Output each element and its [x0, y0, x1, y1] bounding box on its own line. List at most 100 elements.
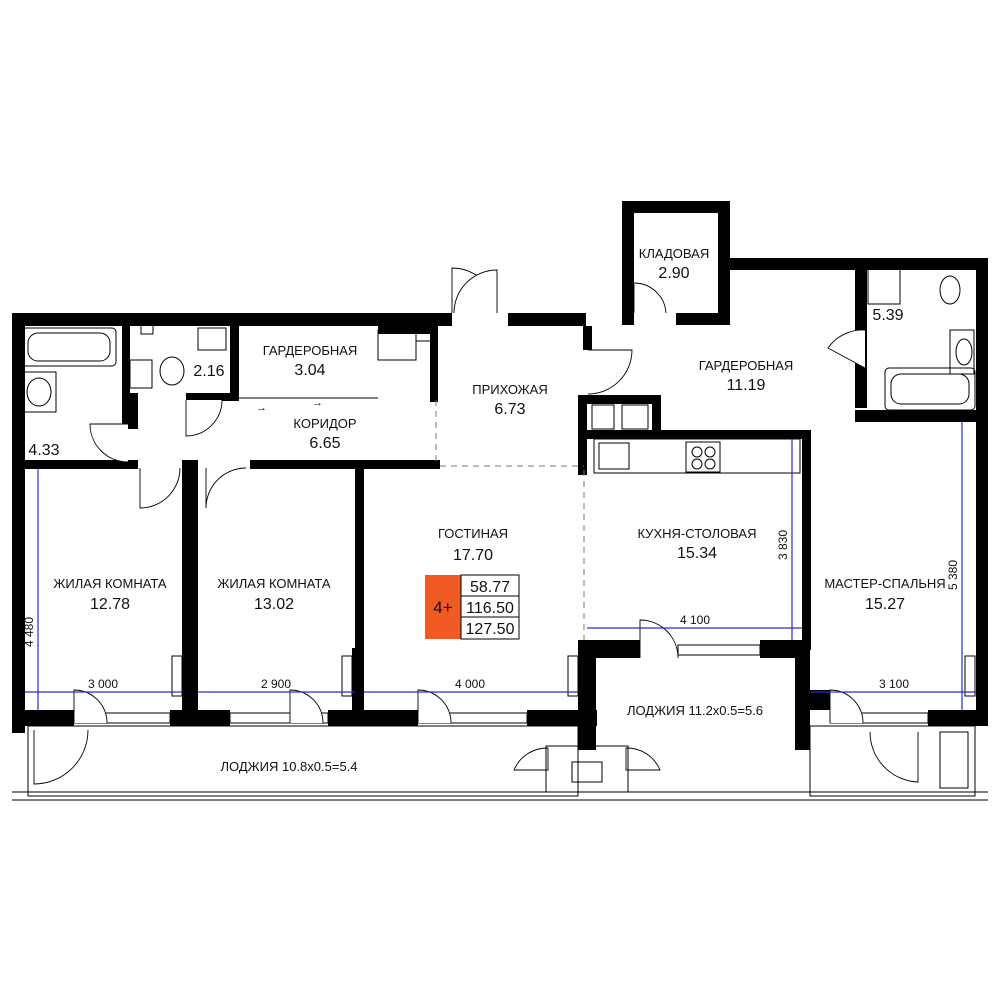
- bathtub-left-inner: [27, 332, 111, 362]
- dimension-labels: 3 000 2 900 4 000 4 100 3 100 4 480 3 83…: [22, 530, 960, 691]
- wc-door[interactable]: [185, 399, 223, 437]
- room1-label: ЖИЛАЯ КОМНАТА: [53, 576, 166, 591]
- pantry-label: КЛАДОВАЯ: [639, 246, 709, 261]
- apartment-type: 4+: [433, 598, 452, 617]
- wall-kitchen-bottom-l: [578, 640, 640, 658]
- loggia-right-door[interactable]: [639, 619, 679, 659]
- door-living-loggia[interactable]: [417, 689, 452, 724]
- wardrobe-large-label: ГАРДЕРОБНАЯ: [699, 358, 794, 373]
- room2-door[interactable]: [205, 467, 247, 509]
- loggia-left-label: ЛОДЖИЯ 10.8x0.5=5.4: [220, 759, 357, 774]
- apartment-type-box: [425, 575, 461, 639]
- wardrobe-door[interactable]: [587, 349, 633, 395]
- wall-bath-bottom: [855, 410, 988, 422]
- doors: [89, 267, 866, 659]
- pantry-door[interactable]: [633, 282, 667, 314]
- shower-unit-icon: [377, 329, 417, 361]
- loggia-right-door[interactable]: [869, 731, 919, 783]
- walls: [12, 201, 988, 750]
- corridor-area: 6.65: [309, 435, 340, 452]
- loggia-mid-door-r[interactable]: [625, 747, 661, 771]
- wall-right: [976, 258, 988, 710]
- wall-bath-right: [122, 313, 130, 429]
- wall-hall-left: [430, 326, 438, 402]
- burner-4: [704, 458, 716, 470]
- master-area: 15.27: [865, 596, 905, 613]
- room1-area: 12.78: [90, 596, 130, 613]
- loggia-right-outline: [809, 725, 976, 797]
- wall-kitchen-top2: [578, 430, 810, 439]
- living-area-value: 58.77: [470, 579, 510, 596]
- wall-kitchen-top: [578, 395, 658, 404]
- living-label: ГОСТИНАЯ: [438, 526, 508, 541]
- wall-wc-bottom: [186, 393, 239, 401]
- summary-badge: 4+ 58.77 116.50 127.50: [425, 574, 520, 640]
- toilet-wc-icon: [159, 356, 185, 386]
- radiator-living: [567, 655, 579, 697]
- wall-room1-room2: [182, 460, 198, 710]
- door-room2-loggia[interactable]: [289, 689, 324, 724]
- window-kitchen: [677, 644, 761, 656]
- room-labels: 4.33 2.16 ГАРДЕРОБНАЯ 3.04 КОРИДОР 6.65 …: [28, 246, 945, 774]
- dim-room1-depth: 4 480: [22, 617, 36, 647]
- wall-pantry-top: [622, 201, 730, 213]
- door-room1-loggia[interactable]: [73, 689, 108, 724]
- sink-master-bowl: [955, 338, 973, 366]
- windows: [73, 644, 929, 724]
- dimension-lines: [25, 422, 976, 710]
- vent-box-3: [621, 404, 649, 430]
- corridor-label: КОРИДОР: [293, 416, 356, 431]
- wall-pantry-bottom: [676, 313, 730, 325]
- bathtub-left-icon: [21, 327, 117, 367]
- living-area: 17.70: [453, 547, 493, 564]
- dim-kitchen-depth: 3 830: [776, 530, 790, 560]
- room2-area: 13.02: [254, 596, 294, 613]
- wall-wc-pier: [122, 393, 138, 429]
- wardrobe-small-label: ГАРДЕРОБНАЯ: [263, 343, 358, 358]
- burner-3: [691, 458, 703, 470]
- wall-left: [12, 313, 25, 733]
- sink-left-icon: [21, 371, 57, 413]
- radiator-room2: [341, 655, 353, 697]
- kitchen-sink-icon: [598, 442, 630, 470]
- loggia-mid-table: [571, 761, 603, 783]
- shower-master-icon: [867, 267, 901, 305]
- door-master-loggia[interactable]: [829, 689, 864, 724]
- total-with-loggia-value: 127.50: [466, 621, 515, 638]
- wall-bottom-6: [928, 710, 988, 726]
- wall-hall-right: [583, 326, 592, 350]
- sink-left-bowl: [26, 377, 52, 407]
- master-bath-door[interactable]: [827, 329, 866, 369]
- loggia-mid-frame: [545, 745, 629, 793]
- bathtub-master-inner: [890, 373, 970, 405]
- pantry-area: 2.90: [658, 265, 689, 282]
- wall-bottom-1: [12, 710, 74, 726]
- vent-box-2: [591, 404, 615, 430]
- master-label: МАСТЕР-СПАЛЬНЯ: [824, 576, 945, 591]
- shower-wc-icon: [129, 359, 153, 389]
- burner-2: [704, 446, 716, 458]
- room1-door[interactable]: [139, 467, 181, 509]
- wall-kitchen-right: [802, 430, 811, 650]
- wall-bottom-5: [795, 690, 830, 710]
- dim-master-depth: 5 380: [946, 560, 960, 590]
- dim-kitchen-width: 4 100: [680, 613, 710, 627]
- dim-room1-width: 3 000: [88, 677, 118, 691]
- loggia-left-outline: [27, 725, 579, 797]
- loggia-left-door[interactable]: [33, 729, 89, 785]
- sink-master-icon: [949, 329, 975, 375]
- bathroom-left-area: 4.33: [28, 442, 59, 459]
- total-with-loggia-box: [460, 616, 520, 640]
- loggia-mid-door-l[interactable]: [513, 747, 549, 771]
- kitchen-counter: [593, 438, 801, 474]
- open-boundaries: [435, 400, 585, 640]
- wall-wc-right: [230, 313, 239, 401]
- entrance-door-2[interactable]: [453, 269, 498, 314]
- wc-area: 2.16: [193, 363, 224, 380]
- hallway-label: ПРИХОЖАЯ: [472, 382, 548, 397]
- radiator-room1: [171, 655, 183, 697]
- bath-door[interactable]: [89, 423, 129, 463]
- loggia-right-label: ЛОДЖИЯ 11.2x0.5=5.6: [627, 703, 763, 718]
- vent-box-1: [140, 321, 154, 335]
- radiator-master: [964, 655, 976, 697]
